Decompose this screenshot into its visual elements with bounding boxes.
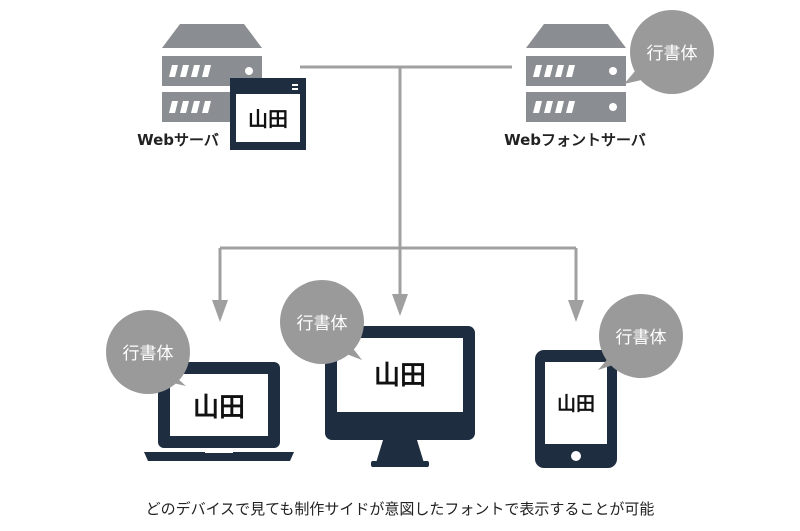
web-window-text: 山田 xyxy=(248,107,288,131)
arrow-to-laptop xyxy=(212,300,228,322)
laptop-speech-bubble: 行書体 xyxy=(106,310,190,394)
web-window-icon: 山田 xyxy=(230,78,306,150)
arrow-to-monitor xyxy=(392,294,408,316)
connector-lines xyxy=(220,65,576,250)
font-server-icon xyxy=(526,24,626,122)
font-server-speech-bubble: 行書体 xyxy=(624,10,714,94)
monitor-speech-bubble: 行書体 xyxy=(280,280,364,364)
monitor-screen-text: 山田 xyxy=(374,361,426,391)
tablet-speech-bubble: 行書体 xyxy=(598,294,683,378)
tablet-icon: 山田 xyxy=(535,350,617,468)
laptop-bubble-text: 行書体 xyxy=(123,344,174,364)
diagram-caption: どのデバイスで見ても制作サイドが意図したフォントで表示することが可能 xyxy=(146,500,655,518)
tablet-screen-text: 山田 xyxy=(557,393,595,415)
arrow-to-tablet xyxy=(568,300,584,322)
monitor-icon: 山田 xyxy=(325,326,475,467)
monitor-bubble-text: 行書体 xyxy=(297,314,348,334)
font-server-bubble-text: 行書体 xyxy=(647,44,698,64)
arrows xyxy=(212,248,584,322)
font-server-label: Webフォントサーバ xyxy=(504,131,646,149)
laptop-icon: 山田 xyxy=(144,362,294,461)
laptop-screen-text: 山田 xyxy=(193,393,245,423)
tablet-bubble-text: 行書体 xyxy=(616,328,667,348)
web-server-label: Webサーバ xyxy=(137,131,219,149)
